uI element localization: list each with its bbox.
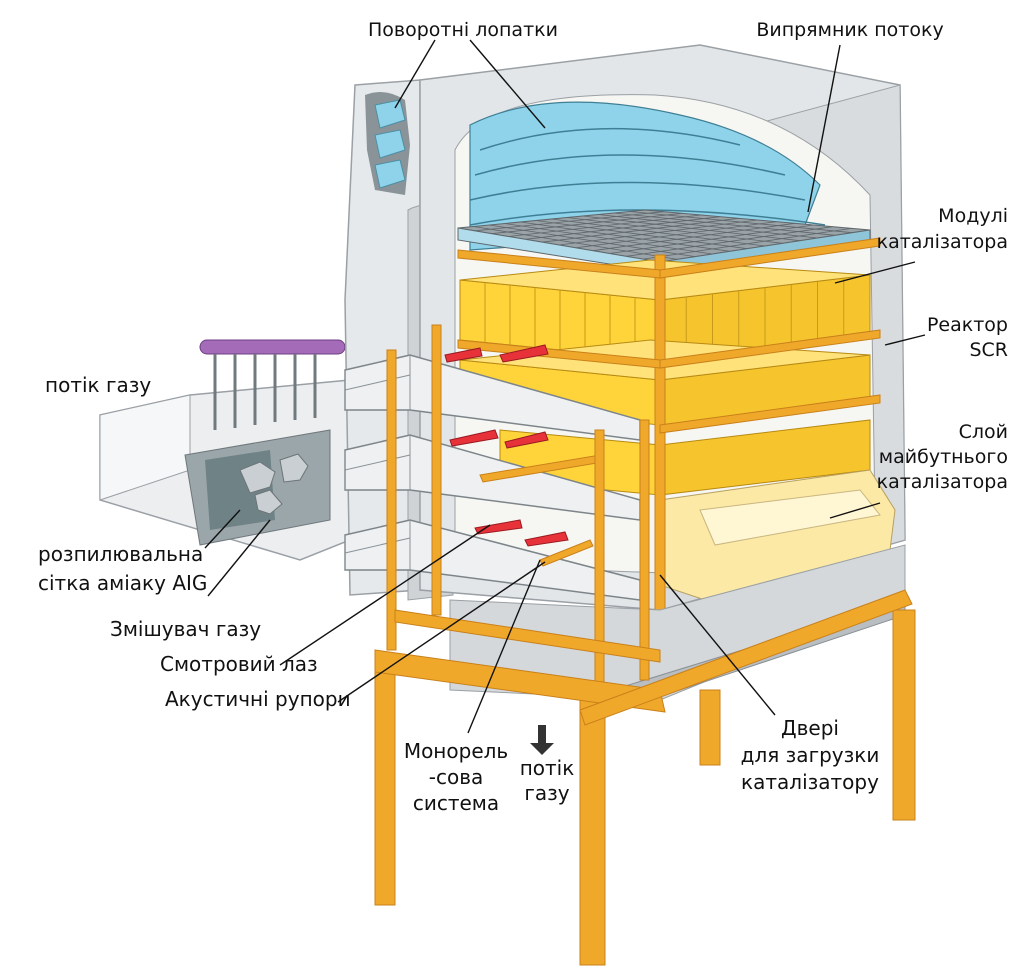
label-flow-straightener: Випрямник потоку [756,19,943,41]
flow-straightener [457,209,871,273]
support-structure [374,324,916,966]
label-gas-mixer: Змішувач газу [110,617,261,641]
label-aig-2: сітка аміаку AIG [38,571,207,595]
gas-outlet-arrow [530,725,554,755]
label-monorail-1: Монорель [404,739,508,763]
label-doors-1: Двері [781,716,839,740]
labels: Поворотні лопатки Випрямник потоку Модул… [38,19,1008,815]
turning-vanes [469,101,826,251]
acoustic-horns [444,344,569,547]
label-catalyst-modules-2: каталізатора [877,231,1008,253]
label-scr-reactor-1: Реактор [927,314,1008,336]
label-turning-vanes: Поворотні лопатки [368,19,558,41]
leader-lines [204,39,926,734]
label-gas-flow-out-2: газу [524,781,569,805]
label-future-layer-1: Слой [959,421,1008,443]
label-future-layer-2: майбутнього [879,446,1008,468]
label-catalyst-modules-1: Модулі [938,205,1008,227]
label-doors-3: каталізатору [741,770,879,794]
label-acoustic-horns: Акустичні рупори [165,687,351,711]
label-scr-reactor-2: SCR [969,339,1008,361]
ammonia-pipe [199,339,346,430]
label-monorail-3: система [413,791,499,815]
label-future-layer-3: каталізатора [877,471,1008,493]
label-gas-flow-out-1: потік [520,756,575,780]
reactor-frame [457,237,881,616]
label-aig-1: розпилювальна [38,542,203,566]
future-catalyst-layer [659,469,896,606]
label-gas-flow-in: потік газу [45,373,151,397]
label-doors-2: для загрузки [741,743,880,767]
label-manhole: Смотровий лаз [160,652,318,676]
inlet-duct [99,379,351,561]
label-monorail-2: -сова [429,765,484,789]
